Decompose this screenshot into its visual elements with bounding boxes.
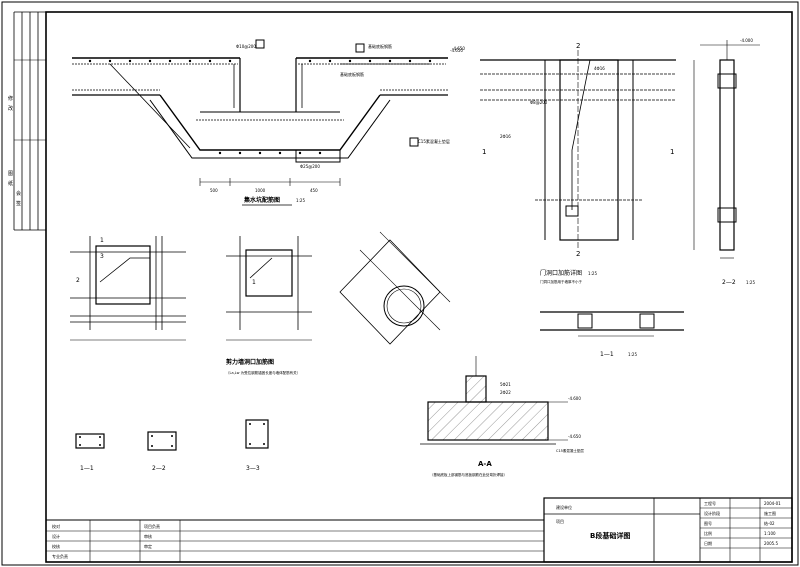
- section-a-a-detail: [420, 356, 568, 445]
- section-3-3-title: 3—3: [246, 465, 260, 472]
- section-2-2-elev: -4.000: [740, 38, 753, 43]
- shear-wall-note: （La,Lw 为受拉钢筋锚固长度与墙体配筋有关）: [226, 370, 300, 375]
- section-2-2-scale: 1:25: [746, 280, 755, 285]
- section-2-2-title-b: 2—2: [152, 465, 166, 472]
- project-number: 2004-01: [764, 501, 781, 506]
- strip-cell-1: 修: [8, 95, 13, 102]
- sump-pit-title: 集水坑配筋图: [243, 196, 280, 204]
- door-section-mark-2-top: 2: [576, 42, 580, 50]
- door-section-mark-2-bottom: 2: [576, 250, 580, 258]
- pit-dim-2: 1000: [255, 188, 266, 193]
- door-opening-detail: [480, 50, 676, 250]
- section-1-1-scale: 1:25: [628, 352, 637, 357]
- sump-pit-scale: 1:25: [296, 198, 305, 203]
- sign-role2-2: 审核: [144, 533, 152, 539]
- date-label: 日期: [704, 540, 712, 546]
- door-rebar-b: Φ8@200: [530, 100, 548, 105]
- project-label: 工程号: [704, 500, 716, 506]
- section-1-1-detail: [540, 311, 684, 337]
- pit-dim-3: 450: [310, 188, 318, 193]
- pit-cushion-note: C15素混凝土垫层: [418, 138, 450, 144]
- door-rebar-c: 4Φ16: [594, 66, 605, 71]
- section-2-2-title-a: 2—2: [722, 279, 736, 286]
- shear-mark-2: 2: [76, 277, 80, 284]
- strip-cell-5: 会: [16, 190, 21, 197]
- shear-mark-1b: 1: [252, 279, 256, 286]
- pit-note-label: 基础底板钢筋: [368, 43, 392, 49]
- section-1-1-title-a: 1—1: [600, 351, 614, 358]
- design-stage: 施工图: [764, 510, 776, 516]
- pit-elevation: -4.650: [450, 48, 463, 53]
- design-label: 设计阶段: [704, 510, 720, 516]
- date-value: 2005.5: [764, 541, 778, 546]
- sheet-number: 结-02: [764, 520, 775, 526]
- left-revision-strip: 修 改 图 纸 会 签: [8, 11, 46, 231]
- scale-label: 比例: [704, 530, 712, 536]
- door-section-mark-1-left: 1: [482, 148, 486, 156]
- shear-mark-1: 1: [100, 237, 104, 244]
- aa-cushion-note: C15素混凝土垫层: [556, 448, 584, 453]
- drawing-name: B段基础详图: [590, 531, 630, 540]
- sump-pit-detail: [72, 39, 448, 186]
- aa-rebar2-label: 2Φ22: [500, 390, 511, 395]
- sign-role-4: 专业负责: [52, 553, 68, 559]
- pit-note2-label: 基础底板钢筋: [340, 71, 364, 77]
- shear-wall-title: 剪力墙洞口加筋图: [226, 358, 274, 366]
- shear-wall-opening-detail: [70, 231, 451, 345]
- title-block: [45, 497, 793, 563]
- pit-dim-1: 500: [210, 188, 218, 193]
- unit-label: 建设单位: [556, 504, 572, 510]
- sign-role2-1: 项目负责: [144, 523, 160, 529]
- strip-cell-3: 图: [8, 171, 13, 177]
- door-detail-title: 门洞口加筋详图: [540, 269, 582, 277]
- pit-bottom-label: Φ25@200: [300, 164, 320, 169]
- sign-role-1: 校对: [52, 523, 60, 529]
- strip-cell-6: 签: [16, 200, 21, 207]
- pit-phi-label: Φ10@200: [236, 44, 256, 49]
- sheet-label: 图号: [704, 520, 712, 526]
- sign-role-2: 设计: [52, 533, 60, 539]
- door-rebar-a: 2Φ16: [500, 134, 511, 139]
- door-detail-scale: 1:25: [588, 271, 597, 276]
- aa-elev-1: -4.600: [568, 396, 581, 401]
- aa-rebar-label: 5Φ21: [500, 382, 511, 387]
- section-a-a-note: （基础底板上部钢筋与底板钢筋在此处弯折焊接）: [430, 472, 507, 477]
- door-detail-note: 门洞口加筋用于墙厚不小于: [540, 279, 582, 284]
- door-section-mark-1-right: 1: [670, 148, 674, 156]
- section-2-2-detail: [693, 40, 760, 259]
- item-label: 项目: [556, 518, 564, 524]
- door-top-elev: -4.650: [452, 46, 465, 51]
- section-1-1-title-b: 1—1: [80, 465, 94, 472]
- strip-cell-2: 改: [8, 105, 13, 112]
- scale-value: 1:100: [764, 531, 776, 536]
- small-sections: [75, 419, 269, 451]
- strip-cell-4: 纸: [8, 180, 13, 187]
- sign-role-3: 校核: [52, 543, 60, 549]
- section-a-a-title: A-A: [478, 460, 492, 468]
- sign-role2-3: 审定: [144, 543, 152, 549]
- aa-elev-2: -4.650: [568, 434, 581, 439]
- shear-mark-3: 3: [100, 253, 104, 260]
